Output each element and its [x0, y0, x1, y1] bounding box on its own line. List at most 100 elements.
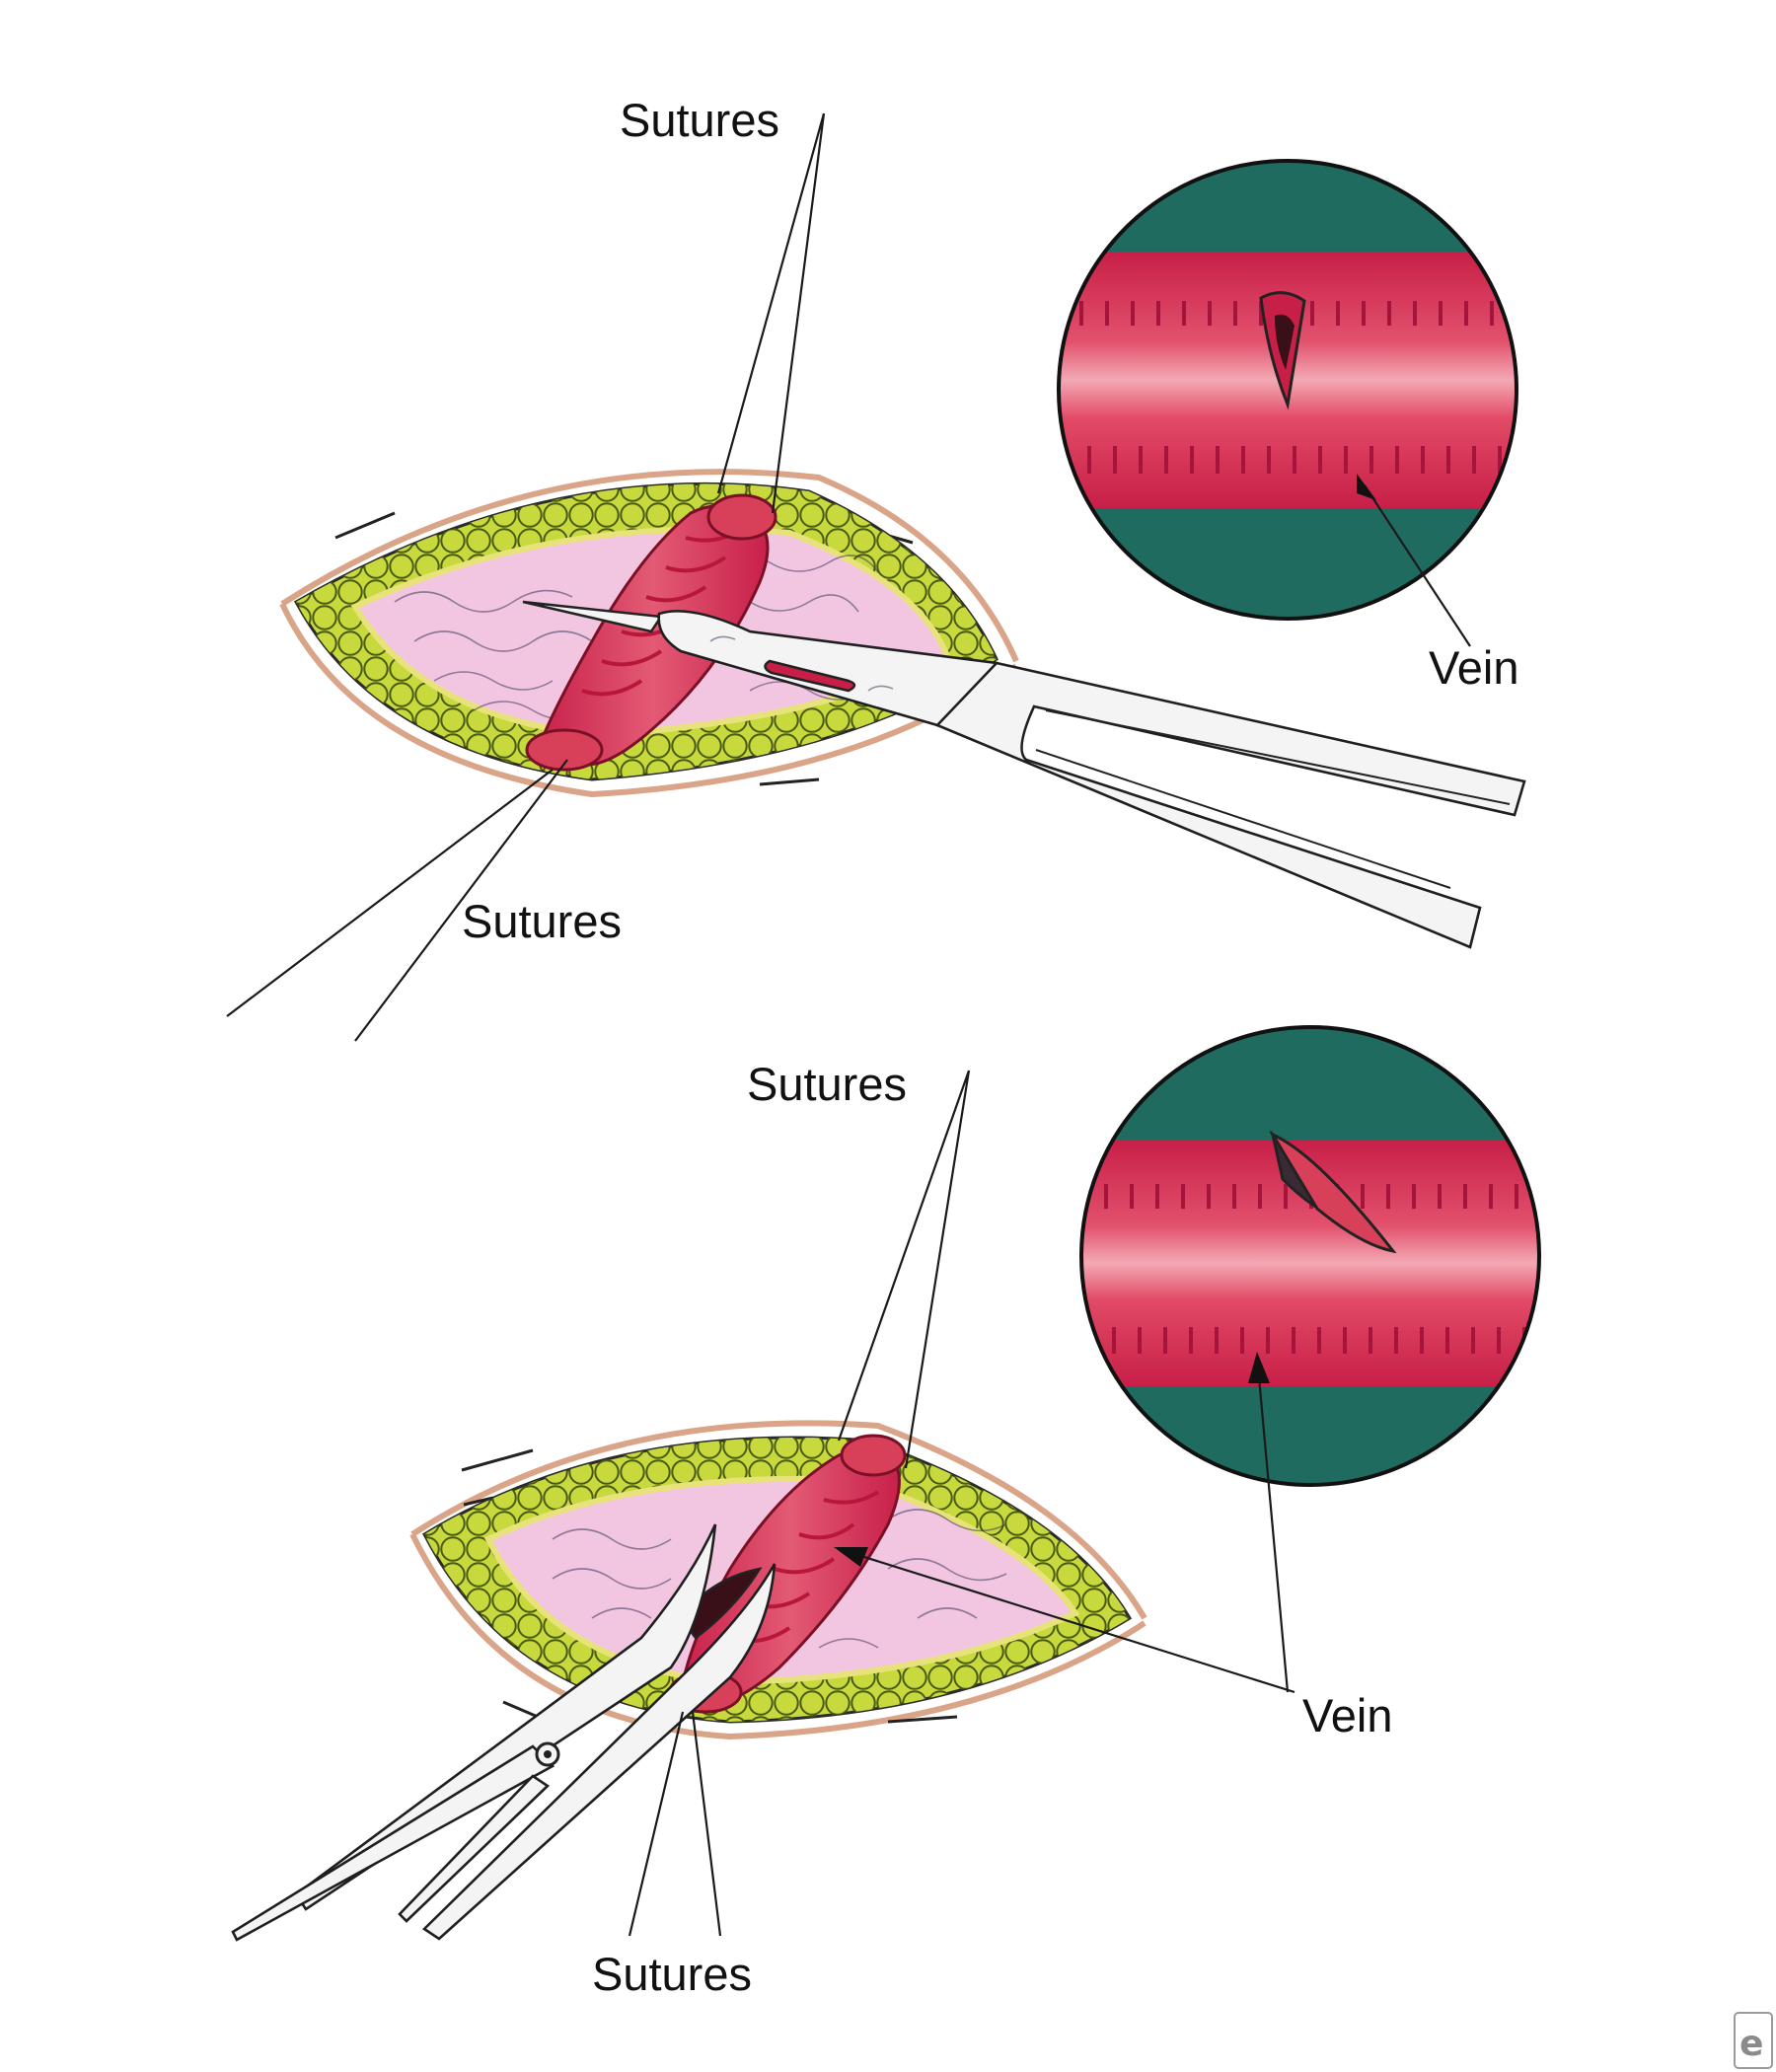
fat-lobule: [1030, 1716, 1056, 1722]
fat-lobule: [646, 1409, 669, 1432]
fat-lobule: [799, 1438, 825, 1459]
fat-lobule: [440, 528, 466, 554]
fat-lobule: [424, 1690, 440, 1716]
fat-lobule: [424, 1459, 440, 1485]
svg-text:e: e: [1739, 2024, 1763, 2064]
fat-lobule: [876, 554, 902, 579]
fat-lobule: [1004, 1690, 1030, 1716]
fat-lobule: [296, 483, 312, 502]
fat-lobule: [1107, 1665, 1130, 1690]
fat-lobule: [851, 452, 874, 475]
fat-lobule: [595, 1409, 618, 1432]
top-inset: [1057, 159, 1518, 647]
fat-lobule: [594, 1459, 620, 1485]
fat-lobule: [980, 452, 1002, 475]
top-vein-segment: [525, 493, 777, 772]
bottom-sutures-upper-leader: [837, 1070, 971, 1469]
fat-lobule: [1031, 1409, 1054, 1432]
fat-lobule: [312, 759, 337, 779]
fat-lobule: [414, 707, 440, 733]
fat-lobule: [1030, 1536, 1056, 1562]
fat-lobule: [424, 1613, 440, 1639]
fat-lobule: [902, 1665, 927, 1690]
fat-lobule: [928, 452, 951, 475]
fat-lobule: [440, 707, 466, 733]
fat-lobule: [826, 452, 849, 475]
fat-lobule: [466, 1716, 491, 1722]
fat-lobule: [671, 1459, 697, 1485]
fat-lobule: [1004, 1459, 1030, 1485]
top-scalpel: [522, 600, 1526, 949]
fat-lobule: [1081, 1716, 1107, 1722]
fat-lobule: [296, 759, 312, 779]
fat-lobule: [927, 1485, 953, 1511]
fat-lobule: [594, 502, 620, 528]
fat-lobule: [1004, 1511, 1030, 1536]
fat-lobule: [927, 1665, 953, 1690]
fat-lobule: [953, 1438, 979, 1459]
fat-lobule: [979, 1665, 1004, 1690]
fat-lobule: [697, 1438, 722, 1459]
fat-lobule: [466, 1588, 491, 1613]
fat-lobule: [979, 759, 997, 779]
fat-lobule: [424, 1485, 440, 1511]
fat-lobule: [424, 1716, 440, 1722]
fat-lobule: [296, 733, 312, 759]
fat-lobule: [1082, 1409, 1105, 1432]
fat-lobule: [979, 528, 997, 554]
fat-lobule: [466, 1511, 491, 1536]
fat-lobule: [645, 483, 671, 502]
fat-lobule: [440, 1716, 466, 1722]
fat-lobule: [312, 682, 337, 707]
fat-lobule: [466, 1438, 491, 1459]
fat-lobule: [902, 1459, 927, 1485]
fat-lobule: [440, 1536, 466, 1562]
fat-lobule: [953, 1716, 979, 1722]
fat-lobule: [979, 483, 997, 502]
fat-lobule: [467, 452, 489, 475]
fat-lobule: [440, 483, 466, 502]
fat-lobule: [928, 1409, 951, 1432]
fat-lobule: [491, 733, 517, 759]
fat-lobule: [645, 759, 671, 779]
fat-lobule: [296, 502, 312, 528]
fat-lobule: [953, 759, 979, 779]
fat-lobule: [1056, 1459, 1081, 1485]
fat-lobule: [953, 630, 979, 656]
fat-lobule: [390, 452, 412, 475]
fat-lobule: [1081, 1562, 1107, 1588]
fat-lobule: [1081, 1485, 1107, 1511]
fat-lobule: [825, 707, 851, 733]
fat-lobule: [645, 502, 671, 528]
fat-lobule: [980, 1409, 1002, 1432]
fat-lobule: [492, 1409, 515, 1432]
fat-lobule: [774, 733, 799, 759]
fat-lobule: [296, 682, 312, 707]
bottom-vein-leader-main: [848, 1550, 1295, 1694]
fat-lobule: [697, 733, 722, 759]
fat-lobule: [415, 1409, 438, 1432]
fat-lobule: [620, 1459, 645, 1485]
fat-lobule: [1107, 1511, 1130, 1536]
fat-lobule: [620, 502, 645, 528]
fat-lobule: [440, 1438, 466, 1459]
fat-lobule: [491, 1588, 517, 1613]
fat-lobule: [569, 1409, 592, 1432]
fat-lobule: [312, 733, 337, 759]
fat-lobule: [424, 1588, 440, 1613]
fat-lobule: [1056, 1716, 1081, 1722]
fat-lobule: [825, 759, 851, 779]
fat-lobule: [389, 682, 414, 707]
fat-lobule: [466, 1690, 491, 1716]
fat-lobule: [595, 452, 618, 475]
label-top-sutures-upper: Sutures: [620, 94, 779, 146]
fat-lobule: [440, 1613, 466, 1639]
fat-lobule: [544, 1409, 566, 1432]
fat-lobule: [953, 1665, 979, 1690]
fat-lobule: [1004, 1716, 1030, 1722]
fat-lobule: [1081, 1511, 1107, 1536]
fat-lobule: [389, 554, 414, 579]
fat-lobule: [363, 483, 389, 502]
fat-lobule: [1030, 1459, 1056, 1485]
